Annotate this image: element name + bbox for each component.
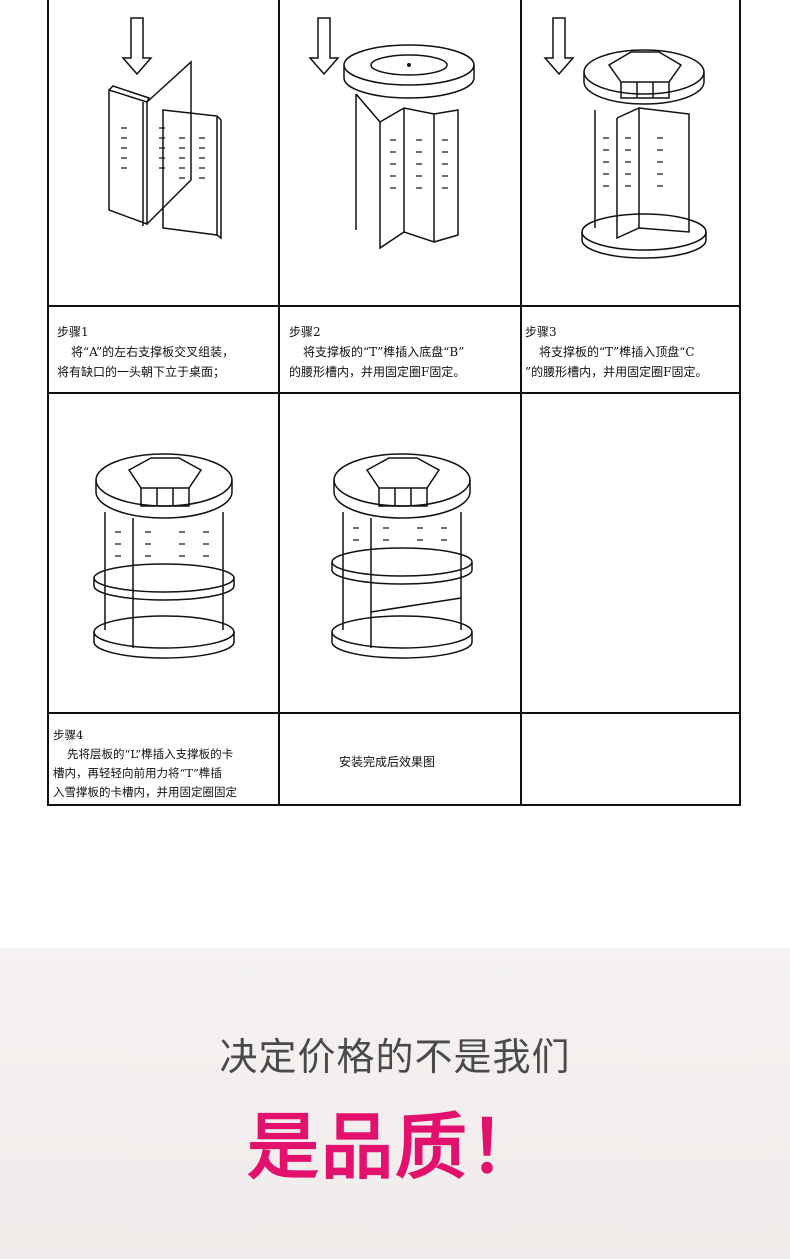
step4-line2: 槽内，再轻轻向前用力将“T”榫插 — [53, 766, 222, 780]
final-caption: 安装完成后效果图 — [339, 755, 436, 769]
step1-slots — [121, 127, 205, 179]
step1-illustration — [108, 17, 222, 240]
assembly-instructions-sheet: 步骤1 将“A”的左右支撑板交叉组装， 将有缺口的一头朝下立于桌面； 步骤2 将… — [47, 0, 741, 806]
step4-line1: 先将层板的“L”榫插入支撑板的卡 — [67, 747, 234, 761]
step1-title: 步骤1 — [57, 325, 89, 339]
step1-line2: 将有缺口的一头朝下立于桌面； — [57, 365, 226, 379]
row-divider-1 — [49, 305, 739, 307]
step3-line1: 将支撑板的“T”榫插入顶盘“C — [539, 345, 695, 359]
instruction-table: 步骤1 将“A”的左右支撑板交叉组装， 将有缺口的一头朝下立于桌面； 步骤2 将… — [47, 0, 741, 806]
step4-line3: 入雪撑板的卡槽内，并用固定圈固定 — [53, 785, 237, 799]
step4-illustration — [93, 453, 235, 659]
step3-caption: 步骤3 将支撑板的“T”榫插入顶盘“C ”的腰形槽内，并用固定圈F固定。 — [525, 322, 741, 382]
step3-line2: ”的腰形槽内，并用固定圈F固定。 — [525, 365, 708, 379]
row-divider-3 — [49, 712, 739, 714]
step1-caption: 步骤1 将“A”的左右支撑板交叉组装， 将有缺口的一头朝下立于桌面； — [57, 322, 275, 382]
step4-title: 步骤4 — [53, 728, 84, 742]
step2-line2: 的腰形槽内，并用固定圈F固定。 — [289, 365, 466, 379]
slogan-line2: 是品质！ — [246, 1105, 543, 1189]
step3-title: 步骤3 — [525, 325, 557, 339]
step4-caption: 步骤4 先将层板的“L”榫插入支撑板的卡 槽内，再轻轻向前用力将“T”榫插 入雪… — [53, 726, 277, 802]
step1-line1: 将“A”的左右支撑板交叉组装， — [71, 345, 235, 359]
row-divider-2 — [49, 392, 739, 394]
column-divider-1 — [278, 0, 280, 806]
step2-title: 步骤2 — [289, 325, 321, 339]
step3-illustration — [543, 17, 707, 259]
final-product-illustration — [331, 453, 473, 659]
step2-line1: 将支撑板的“T”榫插入底盘“B” — [303, 345, 465, 359]
step2-illustration — [308, 17, 475, 250]
slogan-banner: 决定价格的不是我们 是品质！ — [0, 948, 790, 1259]
slogan-line1: 决定价格的不是我们 — [219, 1035, 571, 1079]
column-divider-2 — [520, 0, 522, 806]
step2-caption: 步骤2 将支撑板的“T”榫插入底盘“B” 的腰形槽内，并用固定圈F固定。 — [289, 322, 517, 382]
